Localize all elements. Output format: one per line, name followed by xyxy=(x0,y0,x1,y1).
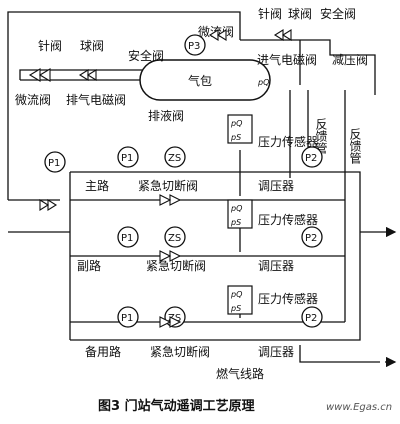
pressure-reducing-valve-label: 减压阀 xyxy=(332,53,368,67)
figure-caption: 图3 门站气动遥调工艺原理 xyxy=(98,398,255,414)
esv-main-label: 紧急切断阀 xyxy=(138,178,198,193)
safety-valve-top-label: 安全阀 xyxy=(320,6,356,21)
needle-valve-top-label: 针阀 xyxy=(258,6,282,21)
micro-flow-valve-left-label: 微流阀 xyxy=(15,93,51,107)
pressure-sensor-1: pQ pS xyxy=(227,114,253,144)
p1-standby: P1 xyxy=(117,306,139,328)
needle-valve-left-label: 针阀 xyxy=(38,38,62,53)
pressure-sensor-3: pQ pS xyxy=(227,285,253,315)
pressure-sensor-1-label: 压力传感器 xyxy=(258,134,318,149)
p1-left: P1 xyxy=(44,151,66,173)
ball-valve-left-label: 球阀 xyxy=(80,39,104,53)
p2-main: P2 xyxy=(301,146,323,168)
esv-standby-label: 紧急切断阀 xyxy=(150,344,210,359)
regulator-main-label: 调压器 xyxy=(258,179,294,193)
air-drum: 气包 pQ xyxy=(139,59,271,101)
feedback-pipe-label-1: 反馈管 xyxy=(314,118,328,155)
sub-line-label: 副路 xyxy=(77,258,101,273)
p1-main-label: P1 xyxy=(121,153,133,164)
standby-line-label: 备用路 xyxy=(85,344,121,359)
zs-sub: ZS xyxy=(164,226,186,248)
regulator-standby-label: 调压器 xyxy=(258,345,294,359)
air-drum-label: 气包 xyxy=(188,73,212,88)
p1-sub: P1 xyxy=(117,226,139,248)
pq-1: pQ xyxy=(230,119,242,128)
pressure-sensor-3-label: 压力传感器 xyxy=(258,291,318,306)
ps-1: pS xyxy=(230,133,241,142)
p1-sub-label: P1 xyxy=(121,233,133,244)
gas-line-label: 燃气线路 xyxy=(216,366,264,381)
pq-label-drum: pQ xyxy=(257,78,269,87)
p1-main: P1 xyxy=(117,146,139,168)
ps-3: pS xyxy=(230,304,241,313)
exhaust-solenoid-valve-label: 排气电磁阀 xyxy=(66,92,126,107)
feedback-pipe-label-2: 反馈管 xyxy=(348,128,362,165)
zs-main-label: ZS xyxy=(168,153,181,164)
pq-2: pQ xyxy=(230,204,242,213)
p2-main-label: P2 xyxy=(305,153,317,164)
drain-valve-label: 排液阀 xyxy=(148,108,184,123)
ps-2: pS xyxy=(230,218,241,227)
regulator-sub-label: 调压器 xyxy=(258,259,294,273)
main-line-label: 主路 xyxy=(85,178,109,193)
zs-standby-label: ZS xyxy=(168,313,181,324)
intake-solenoid-valve-label: 进气电磁阀 xyxy=(257,52,317,67)
pq-3: pQ xyxy=(230,290,242,299)
p2-standby-label: P2 xyxy=(305,313,317,324)
p1-left-label: P1 xyxy=(48,158,60,169)
esv-sub-label: 紧急切断阀 xyxy=(146,258,206,273)
p2-sub: P2 xyxy=(301,226,323,248)
pressure-sensor-2: pQ pS xyxy=(227,199,253,229)
ball-valve-top-label: 球阀 xyxy=(288,7,312,21)
p1-standby-label: P1 xyxy=(121,313,133,324)
p3-gauge: P3 xyxy=(184,34,206,56)
watermark-text: www.Egas.cn xyxy=(326,402,392,413)
pressure-sensor-2-label: 压力传感器 xyxy=(258,212,318,227)
p2-sub-label: P2 xyxy=(305,233,317,244)
p3-label: P3 xyxy=(188,41,200,52)
zs-main: ZS xyxy=(164,146,186,168)
zs-sub-label: ZS xyxy=(168,233,181,244)
safety-valve-left-label: 安全阀 xyxy=(128,48,164,63)
p2-standby: P2 xyxy=(301,306,323,328)
valve-symbols xyxy=(28,29,292,328)
